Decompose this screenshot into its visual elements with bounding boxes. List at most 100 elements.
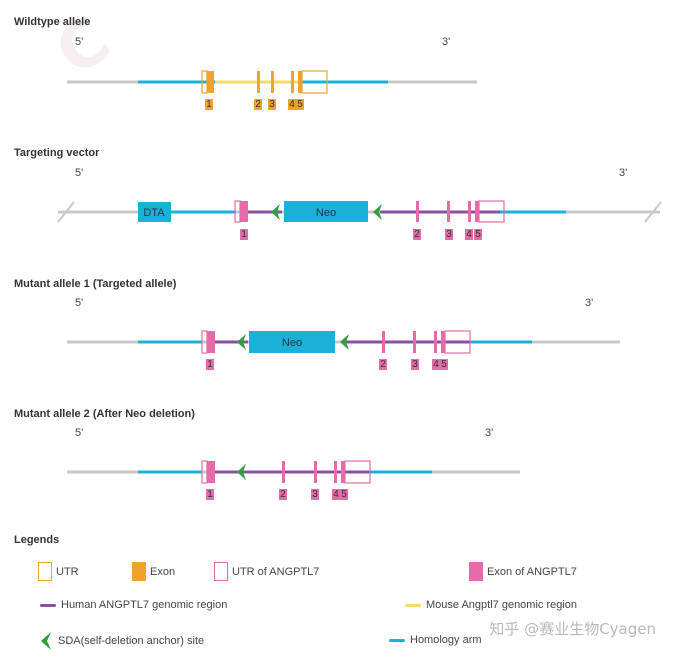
legend-exon: Exon — [132, 562, 175, 581]
legend-human-region-label: Human ANGPTL7 genomic region — [61, 599, 228, 611]
tv-exon-label-4: 4 — [466, 229, 472, 240]
tv-neo-label: Neo — [316, 207, 336, 219]
tv-exon-label-5: 5 — [475, 229, 481, 240]
legend-exon-label: Exon — [150, 565, 176, 578]
m2-exon-4 — [334, 461, 337, 483]
m2-exon-1 — [207, 461, 215, 483]
m1-exon-2 — [382, 331, 385, 353]
tv-exon-label-1-bg — [240, 229, 248, 240]
m1-exon-label-5-bg — [440, 359, 448, 370]
wt-exon-5 — [298, 71, 302, 93]
mutant-allele-2-title: Mutant allele 2 (After Neo deletion) — [14, 408, 195, 420]
vector-3prime: 3' — [619, 167, 628, 179]
m1-utr-3 — [444, 330, 471, 354]
homology-swatch — [389, 638, 405, 642]
utr-angptl7-swatch — [214, 562, 228, 581]
wt-exon-label-2: 2 — [255, 99, 261, 110]
exon-angptl7-swatch — [469, 562, 483, 581]
tv-exon-label-5-bg — [474, 229, 482, 240]
tv-exon-2 — [416, 201, 419, 222]
legend-sda-label: SDA(self-deletion anchor) site — [58, 635, 205, 647]
m2-sda — [237, 464, 246, 480]
vector-5prime: 5' — [75, 167, 84, 179]
m1-exon-label-2-bg — [379, 359, 387, 370]
tv-exon-4 — [468, 201, 471, 222]
mutant1-3prime: 3' — [585, 297, 594, 309]
wt-exon-2 — [257, 71, 260, 93]
m1-exon-label-5: 5 — [441, 359, 447, 370]
m2-exon-label-5-bg — [340, 489, 348, 500]
tv-exon-5 — [475, 201, 479, 222]
tv-exon-label-1: 1 — [241, 229, 247, 240]
legend-homology: Homology arm — [389, 634, 482, 646]
m2-exon-label-3: 3 — [312, 489, 318, 500]
tv-dta-box — [138, 202, 171, 222]
m2-exon-label-5: 5 — [341, 489, 347, 500]
m1-exon-5 — [441, 331, 445, 353]
mutant1-5prime: 5' — [75, 297, 84, 309]
m1-neo-label: Neo — [282, 337, 302, 349]
wt-exon-label-2-bg — [254, 99, 262, 110]
m2-exon-3 — [314, 461, 317, 483]
legend-utr-label: UTR — [56, 565, 79, 578]
wt-exon-label-1: 1 — [206, 99, 212, 110]
m1-exon-1 — [207, 331, 215, 353]
wt-exon-label-4: 4 — [289, 99, 295, 110]
legend-utr: UTR — [38, 562, 79, 581]
legend-exon-angptl7-label: Exon of ANGPTL7 — [487, 565, 577, 578]
legend-human-region: Human ANGPTL7 genomic region — [40, 599, 227, 611]
tv-sda-right — [373, 204, 382, 220]
tv-exon-label-3-bg — [445, 229, 453, 240]
tv-utr-3 — [478, 200, 505, 223]
m1-exon-label-3: 3 — [412, 359, 418, 370]
legend-sda: SDA(self-deletion anchor) site — [40, 632, 204, 650]
tv-break-right — [644, 201, 662, 223]
wildtype-5prime: 5' — [75, 36, 84, 48]
human-region-swatch — [40, 603, 56, 607]
tv-exon-label-4-bg — [465, 229, 473, 240]
tv-break-left — [57, 201, 75, 223]
tv-dta-label: DTA — [143, 207, 165, 219]
m2-exon-5 — [341, 461, 345, 483]
m2-utr-3 — [344, 460, 371, 484]
m2-exon-label-2: 2 — [280, 489, 286, 500]
wt-exon-label-1-bg — [205, 99, 213, 110]
m2-exon-label-4: 4 — [333, 489, 339, 500]
exon-swatch — [132, 562, 146, 581]
m1-exon-3 — [413, 331, 416, 353]
legend-homology-label: Homology arm — [410, 634, 482, 646]
m2-exon-label-1: 1 — [207, 489, 213, 500]
wt-exon-3 — [271, 71, 274, 93]
legend-utr-angptl7-label: UTR of ANGPTL7 — [232, 565, 320, 578]
tv-exon-label-3: 3 — [446, 229, 452, 240]
mutant-allele-1-title: Mutant allele 1 (Targeted allele) — [14, 278, 177, 290]
m2-exon-label-4-bg — [332, 489, 340, 500]
sda-swatch-icon — [41, 632, 51, 650]
wt-utr-3 — [301, 70, 328, 94]
tv-exon-label-2: 2 — [414, 229, 420, 240]
m1-exon-4 — [434, 331, 437, 353]
m2-exon-label-2-bg — [279, 489, 287, 500]
legend-exon-angptl7: Exon of ANGPTL7 — [469, 562, 577, 581]
utr-swatch — [38, 562, 52, 581]
wildtype-title: Wildtype allele — [14, 16, 91, 28]
wt-exon-4 — [291, 71, 294, 93]
tv-sda-left — [271, 204, 280, 220]
wt-exon-label-3-bg — [268, 99, 276, 110]
wt-exon-label-5-bg — [296, 99, 304, 110]
tv-exon-label-2-bg — [413, 229, 421, 240]
wt-exon-label-4-bg — [288, 99, 296, 110]
targeting-vector-title: Targeting vector — [14, 147, 100, 159]
mutant2-3prime: 3' — [485, 427, 494, 439]
zhihu-watermark: 知乎 @赛业生物Cyagen — [489, 620, 656, 638]
m2-exon-2 — [282, 461, 285, 483]
tv-exon-3 — [447, 201, 450, 222]
mutant2-5prime: 5' — [75, 427, 84, 439]
m1-exon-label-2: 2 — [380, 359, 386, 370]
m1-exon-label-3-bg — [411, 359, 419, 370]
m1-neo-box — [249, 331, 335, 353]
m2-exon-label-1-bg — [206, 489, 214, 500]
m1-exon-label-1: 1 — [207, 359, 213, 370]
m1-exon-label-4: 4 — [433, 359, 439, 370]
